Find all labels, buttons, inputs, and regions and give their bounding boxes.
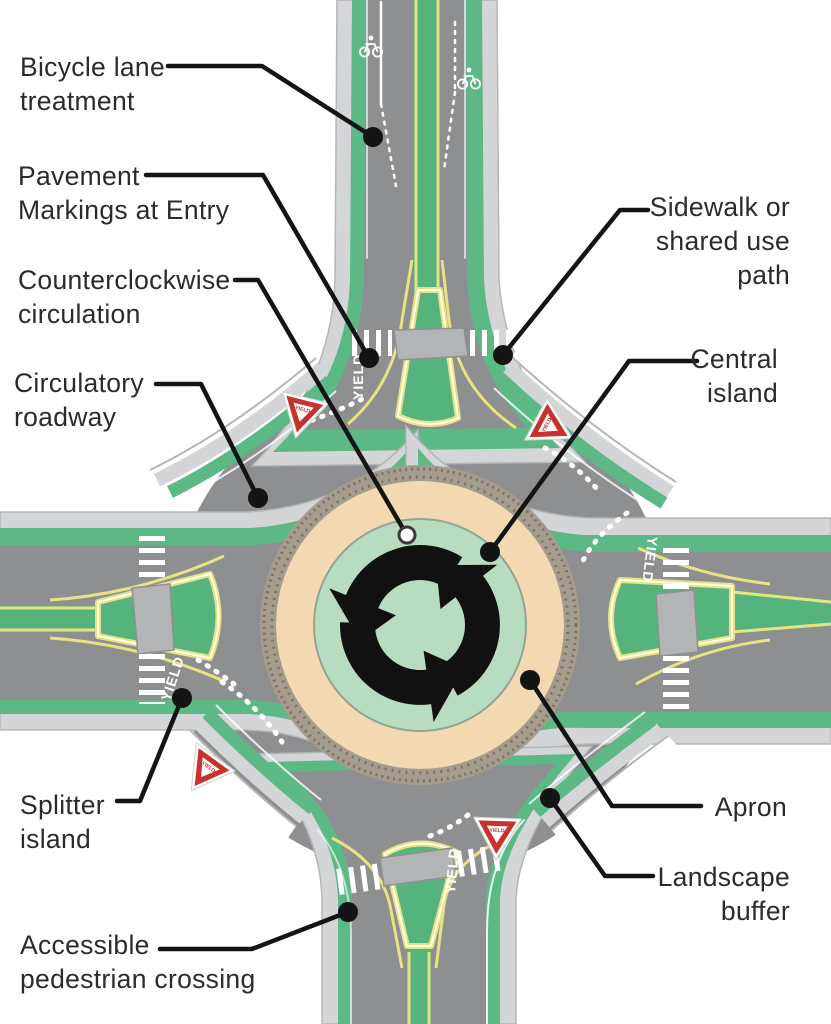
leader-line <box>114 695 185 804</box>
leader-dot <box>540 788 560 808</box>
leader-line <box>500 207 651 358</box>
label-apron: Apron <box>714 792 787 822</box>
leader-dot <box>363 127 383 147</box>
corner-fillet-nw <box>40 250 337 502</box>
leader-dots <box>172 127 560 922</box>
circulation-arrows <box>318 520 500 725</box>
leader-line <box>165 63 376 140</box>
leader-line <box>153 381 261 501</box>
leader-dot <box>493 345 513 365</box>
label-sidewalk-shared-use-path: Sidewalk or shared use path <box>649 192 790 290</box>
leader-line <box>157 909 351 952</box>
corner-fillet-sw <box>110 704 322 910</box>
label-counterclockwise-circulation: Counterclockwise circulation <box>18 265 231 329</box>
label-central-island: Central island <box>690 344 778 408</box>
svg-text:YIELD: YIELD <box>350 354 366 400</box>
pedestrian-refuges <box>131 327 699 887</box>
paver-ring <box>260 465 580 785</box>
leader-line <box>232 277 408 535</box>
label-splitter-island: Splitter island <box>20 790 105 854</box>
yield-signs: YIELD YIELD YIELD YIELD <box>190 391 574 861</box>
label-accessible-pedestrian-crossing: Accessible pedestrian crossing <box>20 930 256 994</box>
yield-sign: YIELD <box>523 397 574 441</box>
leader-line <box>487 358 700 555</box>
leader-lines <box>114 63 704 952</box>
leader-line <box>143 172 372 361</box>
svg-text:YIELD: YIELD <box>489 828 505 835</box>
leader-dot <box>172 688 192 708</box>
svg-text:YIELD: YIELD <box>294 405 311 415</box>
leader-dot <box>338 902 358 922</box>
leader-dot <box>359 348 379 368</box>
svg-text:YIELD: YIELD <box>639 536 661 584</box>
label-pavement-markings: Pavement Markings at Entry <box>18 161 230 225</box>
label-landscape-buffer: Landscape buffer <box>657 862 790 926</box>
central-island-group <box>260 465 580 785</box>
leader-dot <box>248 488 268 508</box>
svg-text:YIELD: YIELD <box>442 847 462 894</box>
label-circulatory-roadway: Circulatory roadway <box>14 368 144 432</box>
leader-line <box>527 677 704 809</box>
leader-line <box>547 795 656 879</box>
bicycle-symbol <box>358 35 481 90</box>
yield-sign: YIELD <box>473 816 523 861</box>
yield-sign: YIELD <box>281 391 330 439</box>
yield-sign: YIELD <box>190 742 236 792</box>
leader-dot <box>520 670 540 690</box>
corner-fillet-ne <box>493 270 760 514</box>
label-bicycle-lane-treatment: Bicycle lane treatment <box>20 52 166 116</box>
leader-ring-marker <box>397 525 417 545</box>
leader-dot <box>480 542 500 562</box>
